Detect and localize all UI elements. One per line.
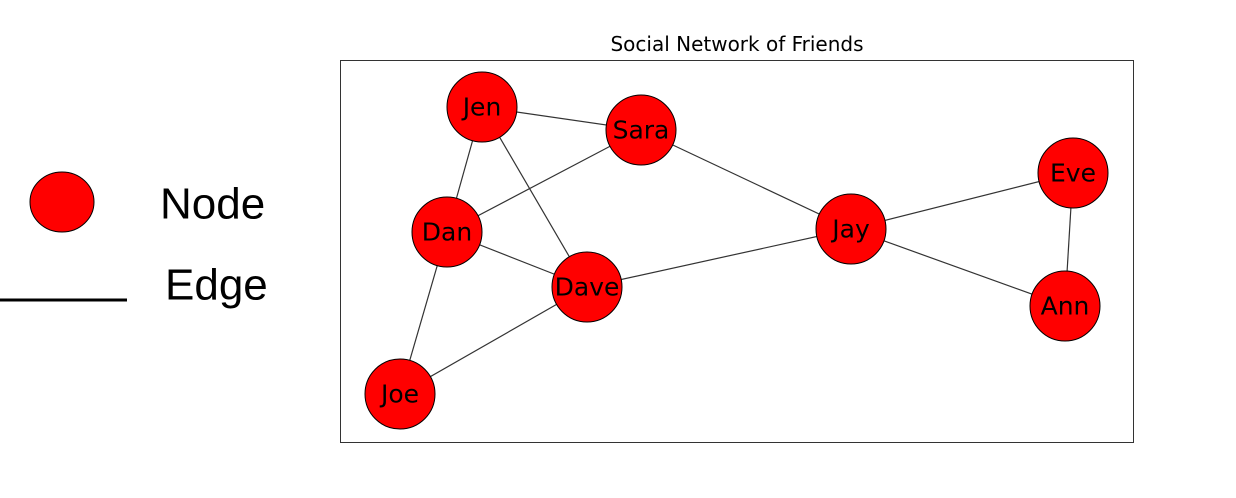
- edge-dave-jay: [586, 228, 852, 288]
- node-circle: [605, 94, 677, 166]
- node-circle: [411, 196, 483, 268]
- node-label: Sara: [613, 116, 670, 145]
- edge-sara-jay: [640, 129, 852, 230]
- edge-dave-joe: [399, 286, 588, 395]
- diagram-title: Social Network of Friends: [610, 32, 863, 56]
- node-label: Dan: [422, 218, 472, 247]
- node-jen: Jen: [446, 71, 518, 143]
- node-jay: Jay: [815, 193, 887, 265]
- node-joe: Joe: [364, 358, 436, 430]
- legend-node-label: Node: [160, 180, 265, 229]
- node-label: Joe: [379, 380, 419, 409]
- node-dan: Dan: [411, 196, 483, 268]
- node-ann: Ann: [1029, 270, 1101, 342]
- legend-edge-label: Edge: [165, 261, 268, 310]
- plot-frame: [340, 60, 1134, 443]
- node-sara: Sara: [605, 94, 677, 166]
- edge-jay-ann: [850, 228, 1066, 307]
- node-circle: [1037, 137, 1109, 209]
- node-circle: [446, 71, 518, 143]
- node-circle: [551, 251, 623, 323]
- node-circle: [1029, 270, 1101, 342]
- node-label: Dave: [555, 273, 620, 302]
- node-label: Ann: [1041, 292, 1090, 321]
- node-dave: Dave: [551, 251, 623, 323]
- edge-jay-eve: [850, 172, 1074, 230]
- node-label: Jen: [461, 93, 502, 122]
- node-circle: [364, 358, 436, 430]
- legend-node-swatch: [29, 171, 95, 233]
- node-label: Eve: [1050, 159, 1096, 188]
- node-eve: Eve: [1037, 137, 1109, 209]
- edges-layer: [399, 106, 1074, 395]
- legend: Node Edge: [0, 171, 268, 310]
- node-label: Jay: [830, 215, 870, 244]
- edge-sara-dan: [446, 129, 642, 233]
- node-circle: [815, 193, 887, 265]
